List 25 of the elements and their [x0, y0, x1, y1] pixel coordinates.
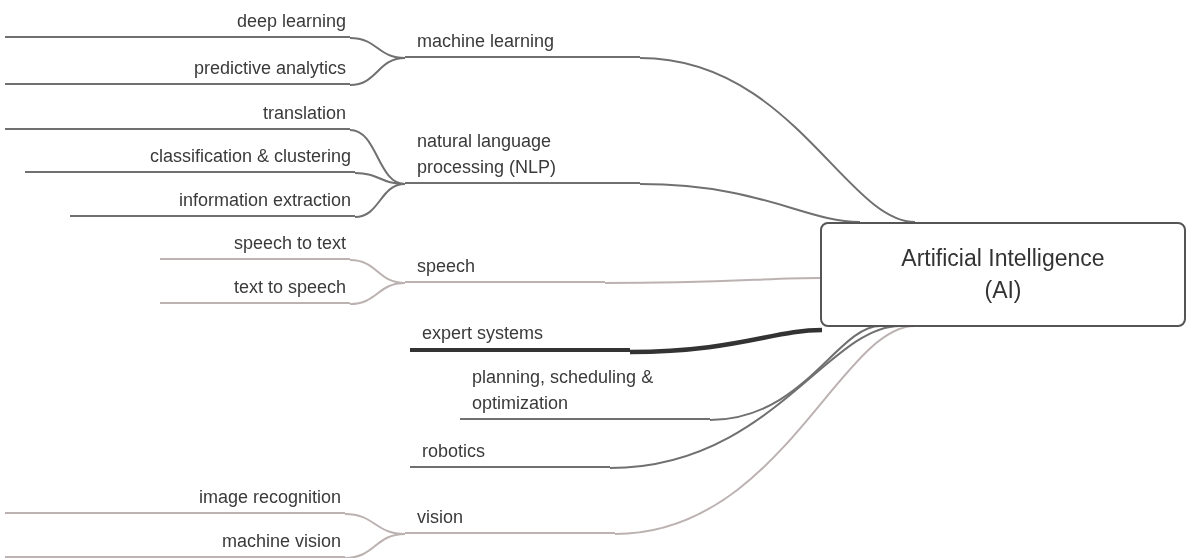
- topic-label: expert systems: [410, 320, 630, 352]
- connector-line: [639, 183, 861, 223]
- topic-label: speech to text: [160, 230, 350, 260]
- topic-label: natural language processing (NLP): [405, 128, 640, 184]
- topic-label: machine vision: [5, 528, 345, 558]
- topic-label: translation: [5, 100, 350, 130]
- connector-line: [629, 327, 823, 355]
- topic-label: image recognition: [5, 484, 345, 514]
- topic-label: speech: [405, 253, 605, 283]
- topic-box: Artificial Intelligence (AI): [820, 222, 1186, 327]
- connector-line: [349, 282, 406, 305]
- topic-label: planning, scheduling & optimization: [460, 364, 710, 420]
- connector-line: [354, 183, 406, 218]
- connector-line: [344, 533, 406, 558]
- topic-label: classification & clustering: [25, 143, 355, 173]
- topic-label: vision: [405, 504, 615, 534]
- topic-label: predictive analytics: [5, 55, 350, 85]
- topic-label: robotics: [410, 438, 610, 468]
- connector-line: [639, 57, 916, 223]
- topic-label: information extraction: [70, 187, 355, 217]
- connector-line: [604, 277, 821, 284]
- connector-line: [349, 57, 406, 86]
- topic-label: text to speech: [160, 274, 350, 304]
- topic-label: machine learning: [405, 28, 640, 58]
- topic-label: deep learning: [5, 8, 350, 38]
